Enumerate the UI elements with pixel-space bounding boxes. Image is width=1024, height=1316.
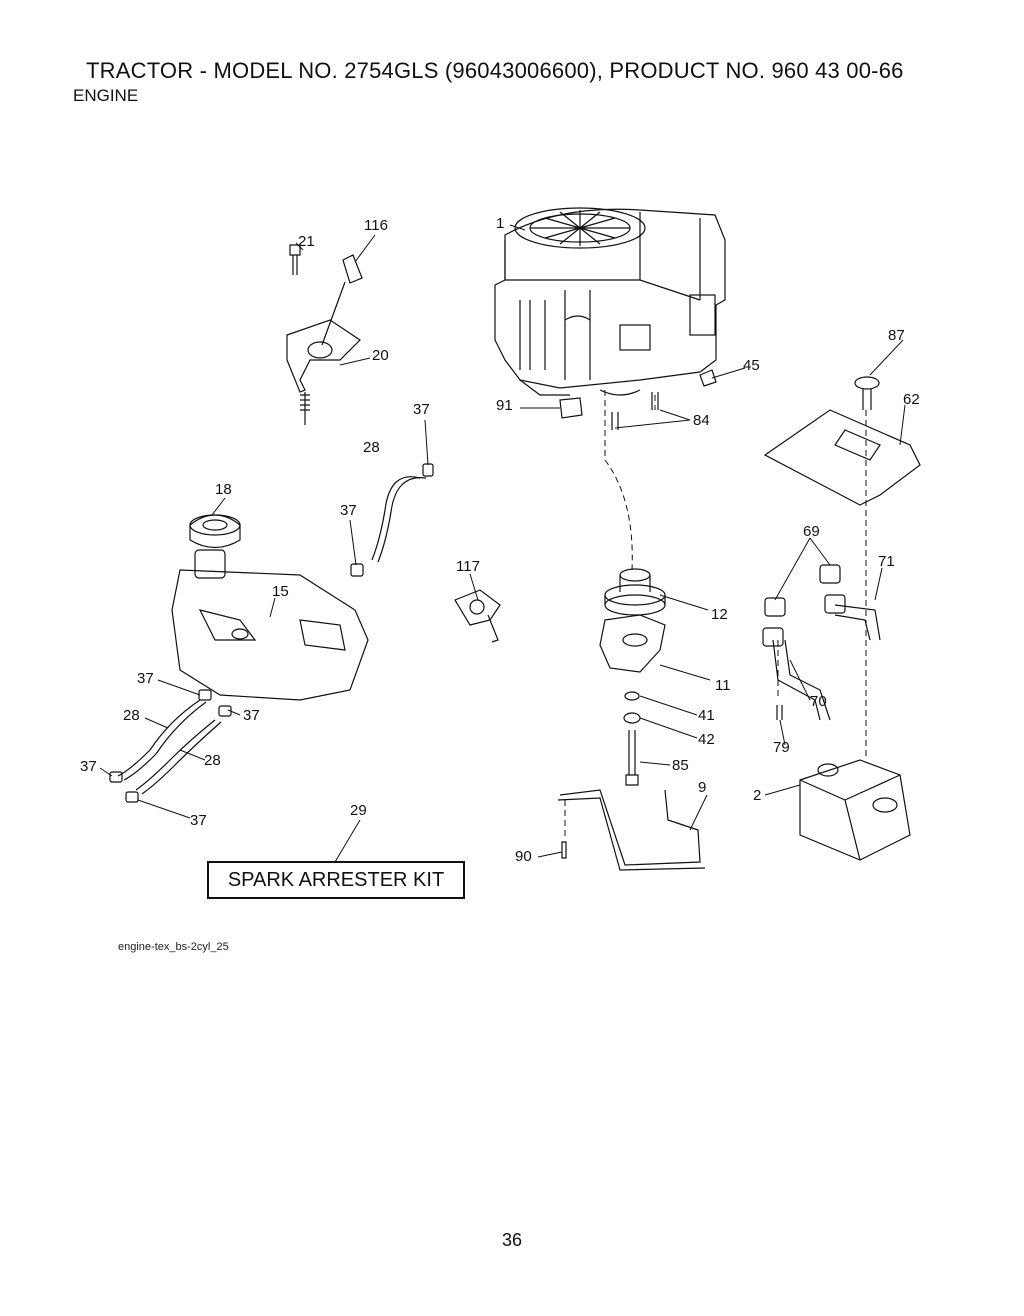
callout-62: 62 xyxy=(903,391,920,408)
leader-lines xyxy=(99,224,906,863)
mounting-hardware xyxy=(559,369,717,430)
callout-90: 90 xyxy=(515,848,532,865)
muffler-drawing xyxy=(776,705,911,861)
callout-20: 20 xyxy=(372,347,389,364)
callout-42: 42 xyxy=(698,731,715,748)
callout-labels: 1 21 116 20 87 45 62 91 84 37 28 18 37 6… xyxy=(80,215,920,865)
callout-116: 116 xyxy=(364,217,388,234)
callout-1: 1 xyxy=(496,215,504,232)
fuel-tank-drawing xyxy=(171,514,369,701)
page-title: TRACTOR - MODEL NO. 2754GLS (96043006600… xyxy=(86,58,904,83)
callout-37-left-b: 37 xyxy=(243,707,260,724)
callout-11: 11 xyxy=(715,677,731,694)
page-number: 36 xyxy=(501,1230,523,1250)
callout-84: 84 xyxy=(693,412,710,429)
callout-37-left-a: 37 xyxy=(137,670,154,687)
callout-28-left-b: 28 xyxy=(204,752,221,769)
callout-21: 21 xyxy=(298,233,315,250)
callout-91: 91 xyxy=(496,397,513,414)
callout-2: 2 xyxy=(753,787,761,804)
bracket-drawing xyxy=(557,789,706,871)
heat-shield-drawing xyxy=(763,376,921,506)
engine-drawing xyxy=(494,207,726,396)
callout-117: 117 xyxy=(456,558,480,575)
callout-28-upper: 28 xyxy=(363,439,380,456)
diagram-reference-code: engine-tex_bs-2cyl_25 xyxy=(118,941,229,953)
callout-45: 45 xyxy=(743,357,760,374)
callout-28-left-a: 28 xyxy=(123,707,140,724)
callout-15: 15 xyxy=(272,583,289,600)
fuel-line-lower xyxy=(109,689,232,803)
callout-12: 12 xyxy=(711,606,728,623)
callout-18: 18 xyxy=(215,481,232,498)
callout-37-left-c: 37 xyxy=(80,758,97,775)
section-subtitle: ENGINE xyxy=(73,86,139,105)
callout-37-mid: 37 xyxy=(340,502,357,519)
callout-87: 87 xyxy=(888,327,905,344)
fuel-line-upper xyxy=(350,463,434,577)
spark-arrester-kit-box: SPARK ARRESTER KIT xyxy=(207,861,465,899)
callout-41: 41 xyxy=(698,707,715,724)
callout-69: 69 xyxy=(803,523,820,540)
exhaust-pipes-drawing xyxy=(762,564,881,721)
assembly-lines xyxy=(564,390,867,840)
callout-9: 9 xyxy=(698,779,706,796)
pto-clutch-drawing xyxy=(599,568,666,786)
callout-71: 71 xyxy=(878,553,895,570)
callout-70: 70 xyxy=(810,693,827,710)
callout-37-left-d: 37 xyxy=(190,812,207,829)
callout-85: 85 xyxy=(672,757,689,774)
callout-29: 29 xyxy=(350,802,367,819)
throttle-control-drawing xyxy=(286,244,363,425)
callout-37-upper: 37 xyxy=(413,401,430,418)
callout-79: 79 xyxy=(773,739,790,756)
